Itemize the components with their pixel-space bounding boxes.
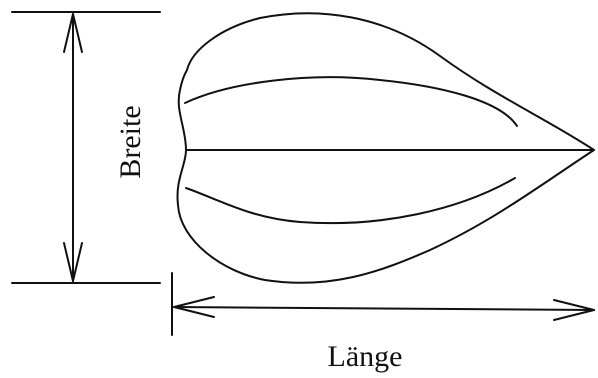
length-dimension-arrow	[173, 296, 595, 321]
length-arrow-head-left	[173, 296, 215, 318]
width-dimension-arrow	[63, 13, 83, 282]
length-arrow-shaft	[173, 306, 595, 311]
leaf-outline	[176, 12, 595, 284]
length-label: Länge	[328, 340, 403, 373]
leaf-lower-vein	[185, 177, 516, 225]
leaf-shape	[176, 12, 595, 284]
width-arrow-head-top	[63, 13, 83, 53]
length-arrow-head-right	[553, 299, 595, 321]
width-arrow-head-bottom	[63, 242, 83, 282]
leaf-upper-vein	[184, 76, 518, 127]
width-label: Breite	[114, 105, 147, 178]
